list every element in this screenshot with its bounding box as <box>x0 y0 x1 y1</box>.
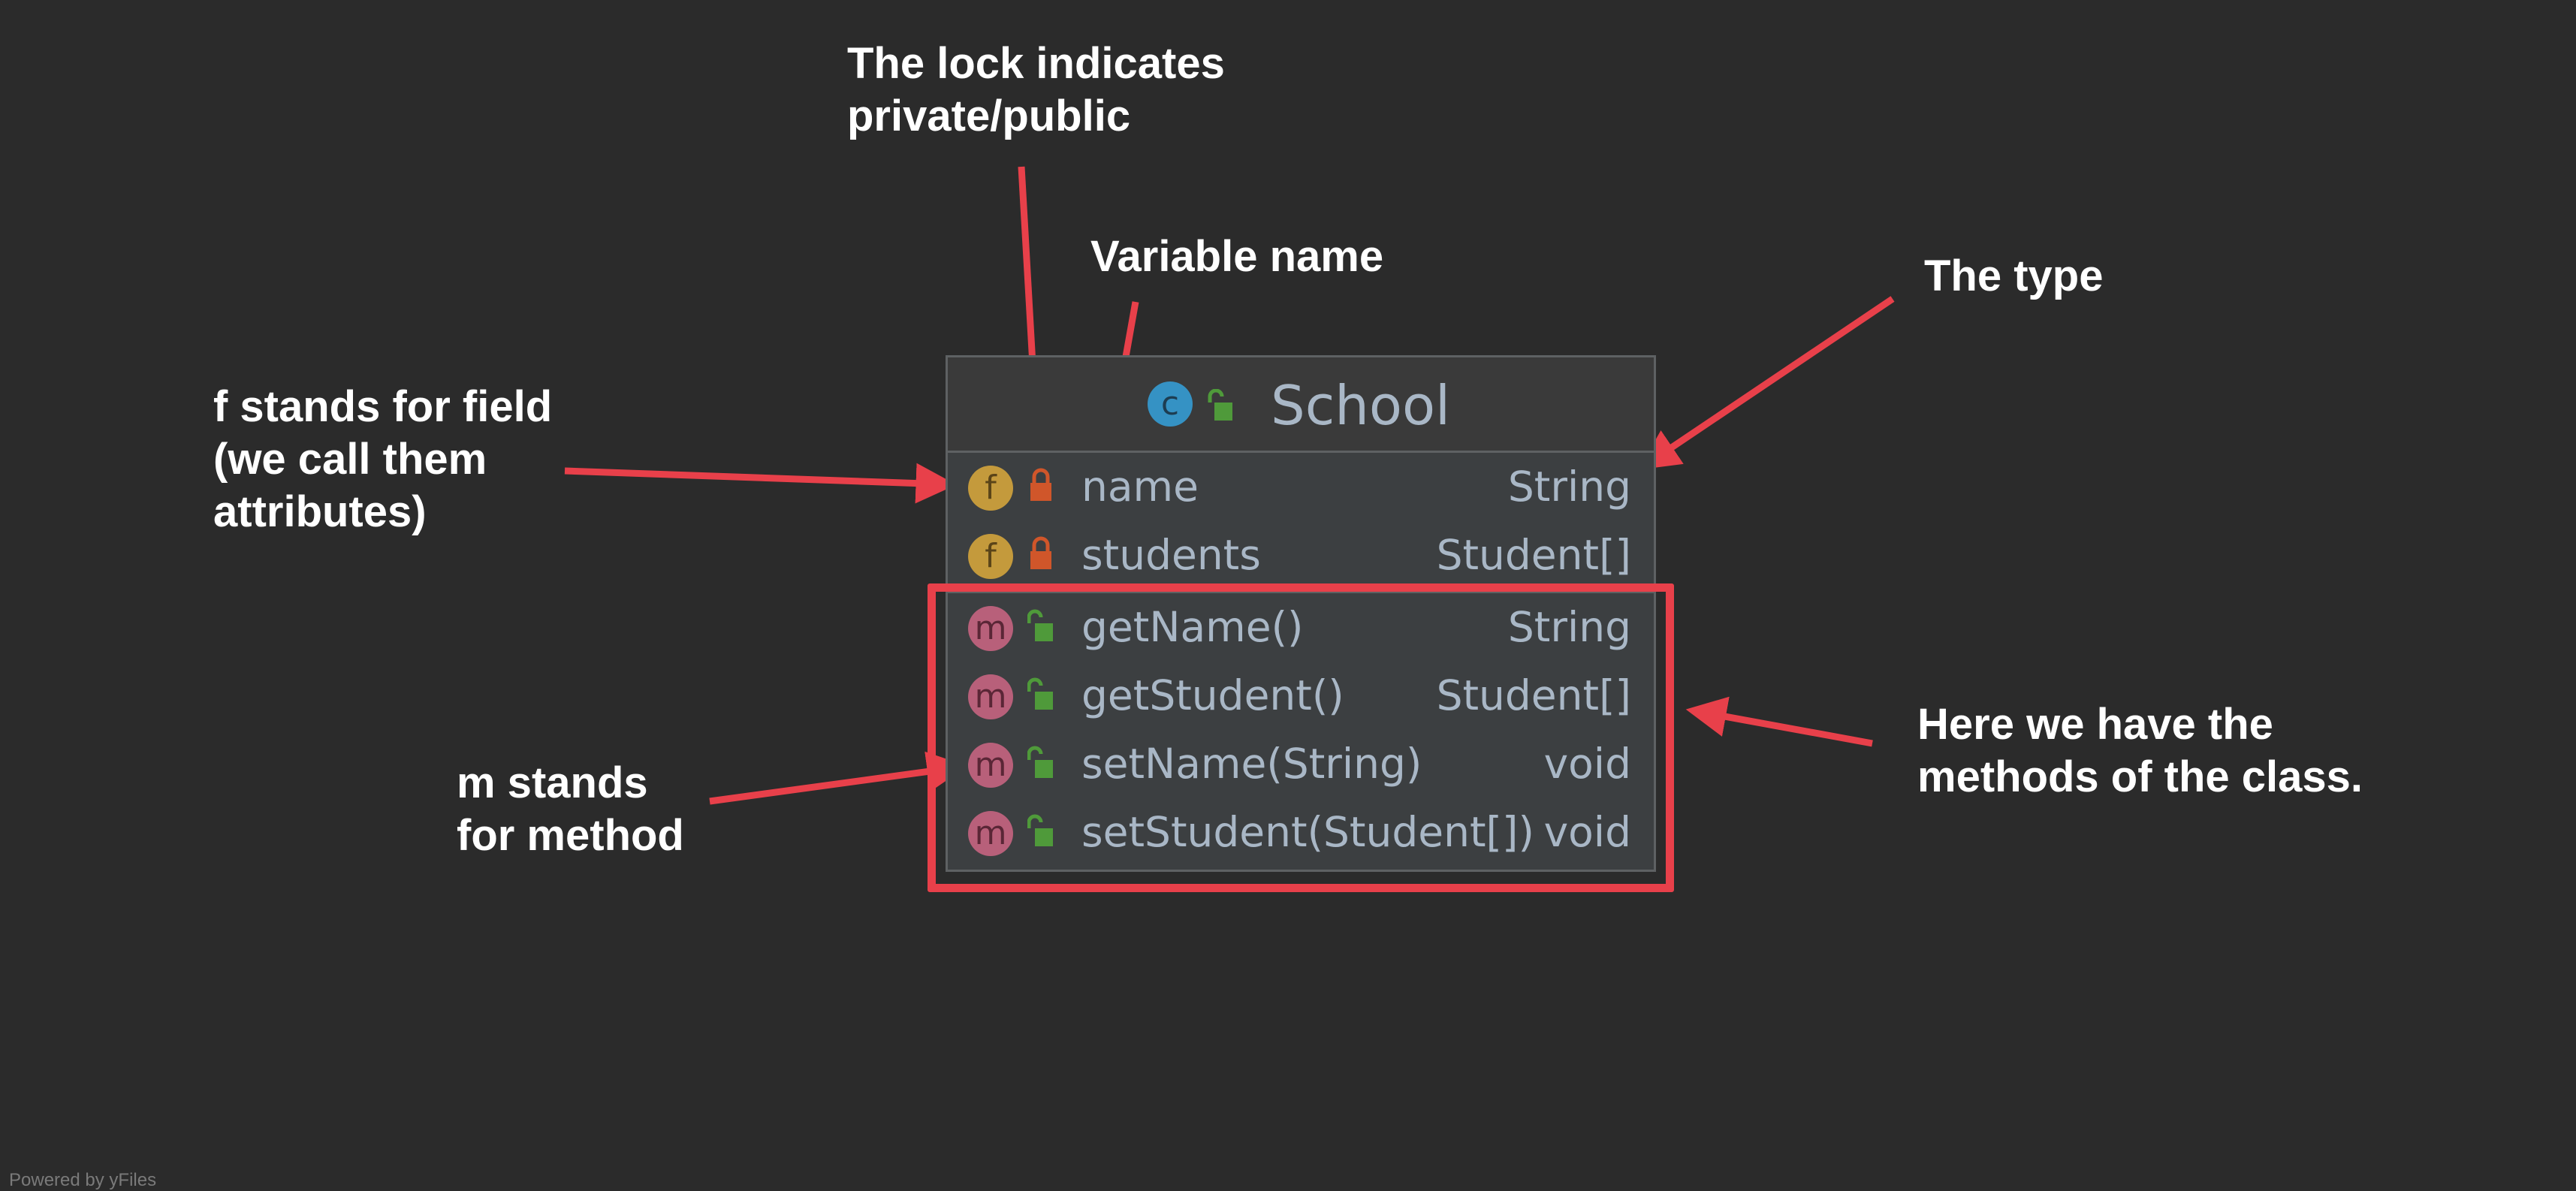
footer-powered-by: Powered by yFiles <box>9 1170 157 1190</box>
method-row[interactable]: m getStudent() Student[] <box>948 662 1654 730</box>
annotation-field-line-1: f stands for field <box>213 382 553 431</box>
annotation-lock: The lock indicates private/public <box>847 38 1225 143</box>
public-unlock-icon <box>1027 746 1053 778</box>
private-lock-icon <box>1030 536 1051 569</box>
field-icon: f <box>968 534 1013 579</box>
method-name: getStudent() <box>1081 671 1344 719</box>
unlock-icon <box>1208 389 1232 421</box>
field-name: students <box>1081 531 1261 579</box>
field-icon-letter: f <box>985 537 997 575</box>
uml-class-node[interactable]: c School f name String f students Studen… <box>946 355 1656 872</box>
class-header: c School <box>948 357 1654 453</box>
arrow-method <box>709 751 968 805</box>
method-icon: m <box>968 743 1013 788</box>
method-icon: m <box>968 674 1013 719</box>
annotation-type: The type <box>1924 250 2104 303</box>
method-icon-letter: m <box>974 677 1007 716</box>
field-type: Student[] <box>1436 531 1631 579</box>
annotation-variable-name: Variable name <box>1090 231 1383 283</box>
annotation-lock-line-1: The lock indicates <box>847 39 1225 88</box>
annotation-variable-name-text: Variable name <box>1090 232 1384 281</box>
public-unlock-icon <box>1027 609 1053 641</box>
method-icon: m <box>968 811 1013 856</box>
methods-highlight-box <box>928 583 1674 892</box>
annotation-type-text: The type <box>1924 252 2104 300</box>
section-divider <box>948 591 1654 593</box>
annotation-method: m stands for method <box>457 757 684 862</box>
method-name: setStudent(Student[]) <box>1081 808 1534 856</box>
field-icon-letter: f <box>985 469 997 507</box>
method-type: void <box>1543 740 1631 788</box>
field-name: name <box>1081 463 1199 511</box>
arrow-type <box>1638 296 1895 470</box>
field-row[interactable]: f name String <box>948 453 1654 521</box>
public-unlock-icon <box>1027 814 1053 846</box>
class-kind-icon: c <box>1148 381 1193 427</box>
annotation-methods-group: Here we have the methods of the class. <box>1917 698 2363 804</box>
field-row[interactable]: f students Student[] <box>948 521 1654 589</box>
method-name: setName(String) <box>1081 740 1422 788</box>
method-row[interactable]: m setStudent(Student[]) void <box>948 798 1654 867</box>
class-kind-letter: c <box>1160 384 1180 423</box>
method-icon-letter: m <box>974 746 1007 784</box>
class-name: School <box>1271 374 1451 437</box>
method-icon-letter: m <box>974 609 1007 647</box>
field-icon: f <box>968 466 1013 511</box>
annotation-field-line-2: (we call them <box>213 435 487 484</box>
annotation-method-line-1: m stands <box>457 758 648 807</box>
annotation-methods-group-line-1: Here we have the <box>1917 700 2273 749</box>
method-icon: m <box>968 606 1013 651</box>
arrow-methods-group <box>1685 696 1873 747</box>
private-lock-icon <box>1030 468 1051 501</box>
annotation-lock-line-2: private/public <box>847 92 1131 140</box>
method-type: void <box>1543 808 1631 856</box>
annotation-methods-group-line-2: methods of the class. <box>1917 752 2363 801</box>
field-type: String <box>1507 463 1631 511</box>
arrow-field <box>564 463 957 504</box>
method-row[interactable]: m setName(String) void <box>948 730 1654 798</box>
method-icon-letter: m <box>974 814 1007 852</box>
method-row[interactable]: m getName() String <box>948 593 1654 662</box>
method-type: String <box>1507 603 1631 651</box>
method-type: Student[] <box>1436 671 1631 719</box>
public-unlock-icon <box>1027 677 1053 710</box>
annotation-field-line-3: attributes) <box>213 487 427 536</box>
annotation-method-line-2: for method <box>457 811 684 860</box>
method-name: getName() <box>1081 603 1304 651</box>
annotation-field: f stands for field (we call them attribu… <box>213 381 552 538</box>
